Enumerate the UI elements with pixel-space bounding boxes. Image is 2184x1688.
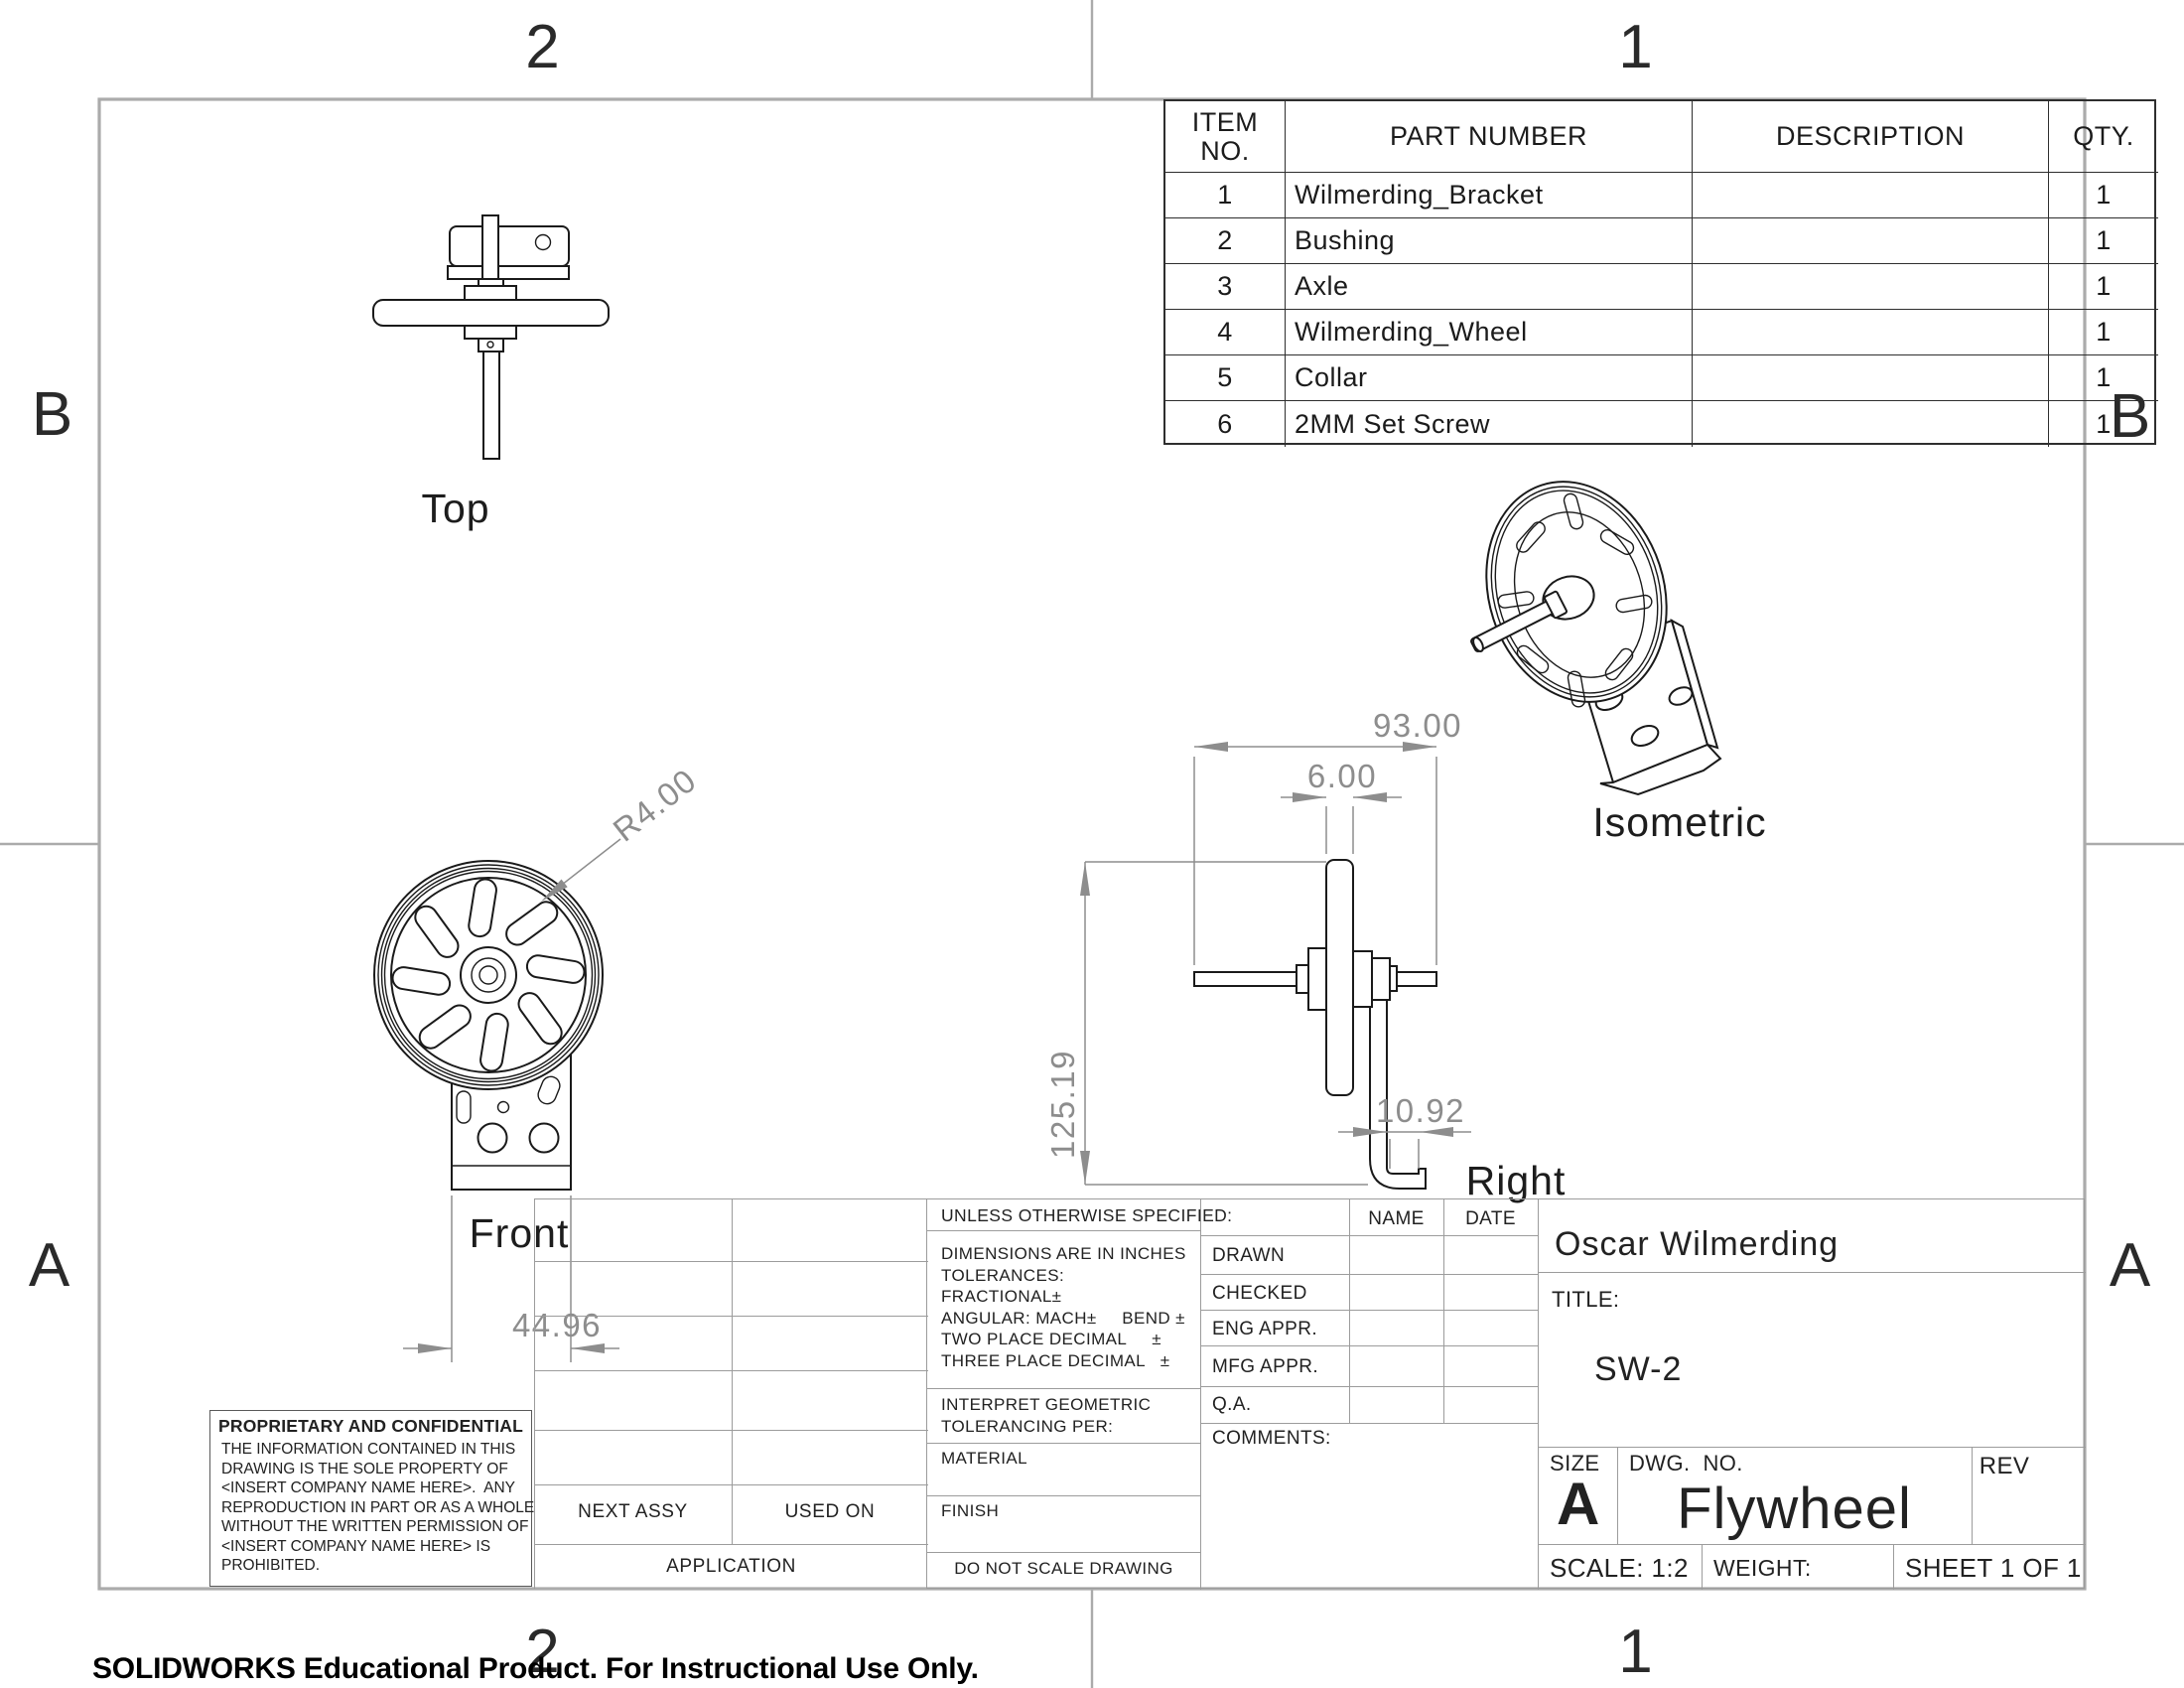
dwg-no-value: Flywheel [1677,1477,1912,1541]
dimension-wheel-thickness: 6.00 [1281,758,1402,854]
proprietary-notice: PROPRIETARY AND CONFIDENTIAL THE INFORMA… [209,1410,535,1587]
front-view: Front [373,860,604,1256]
title-label: TITLE: [1552,1287,1620,1312]
bom-cell-part: Wilmerding_Bracket [1286,173,1693,218]
zone-col-1-bottom: 1 [1618,1618,1653,1686]
qa-label: Q.A. [1212,1394,1252,1415]
material-label: MATERIAL [941,1449,1027,1468]
bom-cell-part: Collar [1286,355,1693,401]
weight-label: WEIGHT: [1713,1555,1812,1581]
checked-label: CHECKED [1212,1283,1307,1304]
mfg-appr-label: MFG APPR. [1212,1356,1319,1377]
bom-cell-desc [1693,218,2049,264]
proprietary-body: THE INFORMATION CONTAINED IN THIS DRAWIN… [221,1441,535,1574]
rev-label: REV [1979,1453,2030,1479]
bom-header-qty: QTY. [2049,101,2158,173]
application-block: NEXT ASSY USED ON APPLICATION [534,1198,928,1589]
unless-otherwise-label: UNLESS OTHERWISE SPECIFIED: [941,1205,1233,1225]
dimension-bracket-offset-text: 10.92 [1376,1092,1465,1129]
bom-cell-item: 6 [1165,401,1286,447]
title-block: UNLESS OTHERWISE SPECIFIED: DIMENSIONS A… [926,1198,2086,1590]
finish-label: FINISH [941,1501,1000,1520]
zone-col-2-bottom: 2 [525,1618,560,1686]
bom-cell-qty: 1 [2049,264,2158,310]
bom-cell-part: Wilmerding_Wheel [1286,310,1693,355]
isometric-view: Isometric [1470,481,1766,845]
bom-cell-desc [1693,264,2049,310]
top-view: Top [372,214,610,531]
zone-row-a-left: A [29,1231,70,1300]
zone-labels: 2 1 2 1 B A B A [29,13,2151,1686]
dimension-assembly-height: 125.19 [1044,861,1368,1186]
bom-cell-part: 2MM Set Screw [1286,401,1693,447]
bom-cell-part: Axle [1286,264,1693,310]
front-view-label: Front [470,1210,570,1256]
eng-appr-label: ENG APPR. [1212,1319,1318,1339]
do-not-scale-label: DO NOT SCALE DRAWING [954,1559,1173,1578]
interpret-geometric-label: INTERPRET GEOMETRIC TOLERANCING PER: [941,1395,1152,1436]
bom-cell-qty: 1 [2049,310,2158,355]
scale-value: SCALE: 1:2 [1550,1553,1689,1583]
size-label: SIZE [1550,1451,1600,1476]
dimension-bracket-width: 44.96 [403,1196,619,1362]
next-assy-label: NEXT ASSY [578,1501,688,1522]
bom-cell-desc [1693,173,2049,218]
bom-cell-qty: 1 [2049,218,2158,264]
front-wheel-slots [391,878,586,1072]
dimension-bracket-offset: 10.92 [1338,1092,1471,1169]
size-value: A [1557,1471,1600,1537]
bom-cell-item: 1 [1165,173,1286,218]
used-on-label: USED ON [784,1501,876,1522]
dimension-assembly-width: 93.00 [1193,707,1462,965]
bom-cell-qty: 1 [2049,173,2158,218]
author-name: Oscar Wilmerding [1555,1225,1840,1263]
bom-cell-item: 2 [1165,218,1286,264]
zone-row-b-right: B [2110,382,2151,451]
drawn-label: DRAWN [1212,1245,1286,1266]
bom-cell-desc [1693,401,2049,447]
top-view-label: Top [421,486,489,531]
zone-row-b-left: B [32,380,73,449]
zone-col-1-top: 1 [1618,13,1653,81]
bom-cell-desc [1693,355,2049,401]
bom-header-part: PART NUMBER [1286,101,1693,173]
dwg-no-label: DWG. NO. [1629,1451,1743,1476]
tolerance-lines: DIMENSIONS ARE IN INCHES TOLERANCES: FRA… [941,1244,1186,1370]
educational-watermark: SOLIDWORKS Educational Product. For Inst… [92,1652,979,1685]
bom-table: ITEM NO. PART NUMBER DESCRIPTION QTY. 1 … [1163,99,2158,447]
bom-cell-qty: 1 [2049,355,2158,401]
bom-cell-item: 3 [1165,264,1286,310]
bom-cell-item: 4 [1165,310,1286,355]
comments-label: COMMENTS: [1212,1428,1331,1449]
bom-cell-part: Bushing [1286,218,1693,264]
sheet-number: SHEET 1 OF 1 [1905,1553,2082,1583]
zone-col-2-top: 2 [525,13,560,81]
bom-cell-item: 5 [1165,355,1286,401]
bom-header-desc: DESCRIPTION [1693,101,2049,173]
right-view: Right [1193,859,1567,1203]
right-view-label: Right [1466,1158,1567,1203]
zone-row-a-right: A [2110,1231,2151,1300]
bom-header-item: ITEM NO. [1165,101,1286,173]
bom-cell-qty: 1 [2096,408,2112,439]
name-header: NAME [1368,1208,1425,1229]
application-label: APPLICATION [666,1556,796,1577]
dimension-wheel-radius-text: R4.00 [607,762,704,849]
dimension-wheel-thickness-text: 6.00 [1307,758,1377,794]
dimension-wheel-radius: R4.00 [541,762,704,902]
dimension-assembly-height-text: 125.19 [1044,1050,1081,1159]
dimension-assembly-width-text: 93.00 [1373,707,1462,744]
dimension-bracket-width-text: 44.96 [512,1307,602,1343]
date-header: DATE [1465,1208,1516,1229]
title-value: SW-2 [1594,1350,1683,1388]
bom-cell-desc [1693,310,2049,355]
proprietary-title: PROPRIETARY AND CONFIDENTIAL [218,1416,523,1436]
isometric-view-label: Isometric [1592,799,1766,845]
isometric-wheel-slots [1497,492,1653,708]
